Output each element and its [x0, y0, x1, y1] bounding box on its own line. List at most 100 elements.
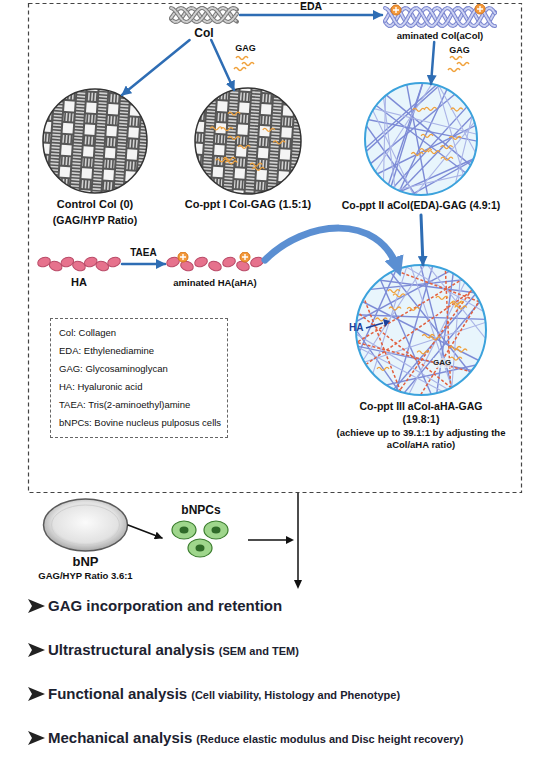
illustration-shape [252, 167, 264, 170]
arrow-connector [122, 263, 165, 266]
illustration-shape [225, 161, 237, 164]
leader-line [248, 539, 286, 541]
illustration-shape [106, 256, 121, 269]
illustration-shape [43, 89, 147, 193]
aminated-collagen: aminated Col(aCol) [382, 4, 498, 42]
illustration-shape [364, 262, 510, 313]
illustration-shape [441, 157, 453, 160]
arrow-connector [211, 40, 234, 90]
illustration-shape [171, 8, 237, 22]
node-text: GAG [433, 358, 451, 368]
gag-squiggle [236, 57, 248, 60]
illustration-shape [227, 85, 235, 197]
abbreviation-text: bNPCs: Bovine nucleus pulposus cells [59, 414, 219, 432]
bullet-line: Functional analysis(Cell viability, Hist… [48, 684, 400, 704]
illustration-shape [402, 268, 472, 398]
edge-label: GAG [235, 42, 256, 54]
scaffold-circle: Co-ppt I Col-GAG (1.5:1) [168, 85, 328, 211]
bullet-text: GAG incorporation and retention [48, 596, 282, 616]
illustration-shape [40, 93, 150, 101]
gag-squiggle [234, 68, 246, 71]
illustration-shape [421, 134, 433, 137]
illustration-shape [118, 85, 126, 197]
bullet-line: GAG incorporation and retention [48, 596, 282, 616]
illustration-shape [44, 499, 128, 551]
scaffold-circle: Control Col (0) [40, 85, 150, 211]
illustration-shape [389, 307, 401, 310]
illustration-shape [263, 128, 275, 131]
collagen-fiber: Col [168, 4, 240, 40]
abbreviation-text: EDA: Ethylenediamine [59, 342, 219, 360]
node-text: (achieve up to 39.1:1 by adjusting the a… [323, 427, 519, 451]
illustration-shape [356, 265, 486, 395]
illustration-shape [189, 93, 307, 101]
illustration-shape [367, 80, 440, 184]
illustration-shape [355, 358, 507, 392]
illustration-shape [384, 283, 486, 399]
aminated-ha: aminated HA(aHA) [165, 252, 265, 289]
illustration-shape [449, 347, 461, 350]
illustration-shape [344, 314, 500, 320]
illustration-shape [388, 290, 400, 293]
gag-squiggle [450, 57, 462, 60]
node-illustration [323, 80, 519, 198]
node-label: Col [168, 26, 240, 40]
illustration-shape [204, 521, 228, 539]
illustration-shape [52, 85, 60, 197]
node-illustration [40, 85, 150, 197]
node-label: Control Col (0) [40, 198, 150, 211]
illustration-shape [449, 136, 461, 139]
illustration-shape [250, 163, 262, 166]
illustration-shape [393, 7, 399, 13]
illustration-shape [74, 85, 82, 197]
illustration-shape [351, 80, 501, 198]
node-illustration [36, 252, 122, 276]
node-illustration [158, 518, 244, 560]
illustration-shape [366, 323, 383, 328]
dashed-frame [29, 4, 522, 493]
bullet-arrow [28, 731, 45, 745]
illustration-shape [189, 85, 307, 197]
illustration-shape [249, 85, 257, 197]
bullet-markers [28, 599, 45, 745]
abbreviation-text: HA: Hyaluronic acid [59, 378, 219, 396]
illustration-shape [212, 527, 221, 534]
illustration-shape [195, 88, 301, 194]
illustration-shape [74, 85, 82, 197]
illustration-shape [240, 252, 250, 262]
illustration-shape [377, 367, 389, 370]
illustration-shape [210, 127, 222, 130]
illustration-shape [188, 539, 212, 557]
node-label: bNP [28, 554, 143, 570]
illustration-shape [364, 92, 422, 198]
illustration-shape [422, 335, 434, 338]
illustration-shape [455, 349, 467, 352]
node-illustration [168, 85, 328, 197]
illustration-shape [171, 8, 237, 22]
illustration-shape [221, 256, 236, 269]
illustration-shape [411, 153, 423, 156]
gag-squiggles [234, 57, 469, 72]
illustration-shape [180, 527, 189, 534]
illustration-shape [429, 337, 441, 340]
illustration-shape [238, 145, 250, 148]
illustration-shape [221, 128, 233, 131]
illustration-shape [407, 307, 419, 310]
illustration-shape [40, 85, 150, 197]
scaffold-circle: HAGAGCo-ppt III aCol-aHA-GAG (19.8:1)(ac… [323, 262, 519, 451]
node-illustration [168, 4, 240, 26]
illustration-shape [391, 5, 401, 15]
arrow-connector [421, 215, 423, 265]
illustration-shape [475, 4, 485, 14]
illustration-shape [171, 8, 237, 22]
illustration-shape [178, 252, 188, 262]
cell-group: bNPCs [158, 503, 244, 560]
node-label: HA [36, 276, 122, 289]
node-text: Co-ppt III aCol-aHA-GAG (19.8:1) [323, 400, 519, 426]
gag-squiggle [242, 63, 254, 66]
illustration-shape [242, 254, 248, 260]
illustration-shape [180, 254, 186, 260]
illustration-shape [450, 357, 462, 360]
abbreviation-box: Col: CollagenEDA: EthylenediamineGAG: Gl… [50, 318, 228, 438]
